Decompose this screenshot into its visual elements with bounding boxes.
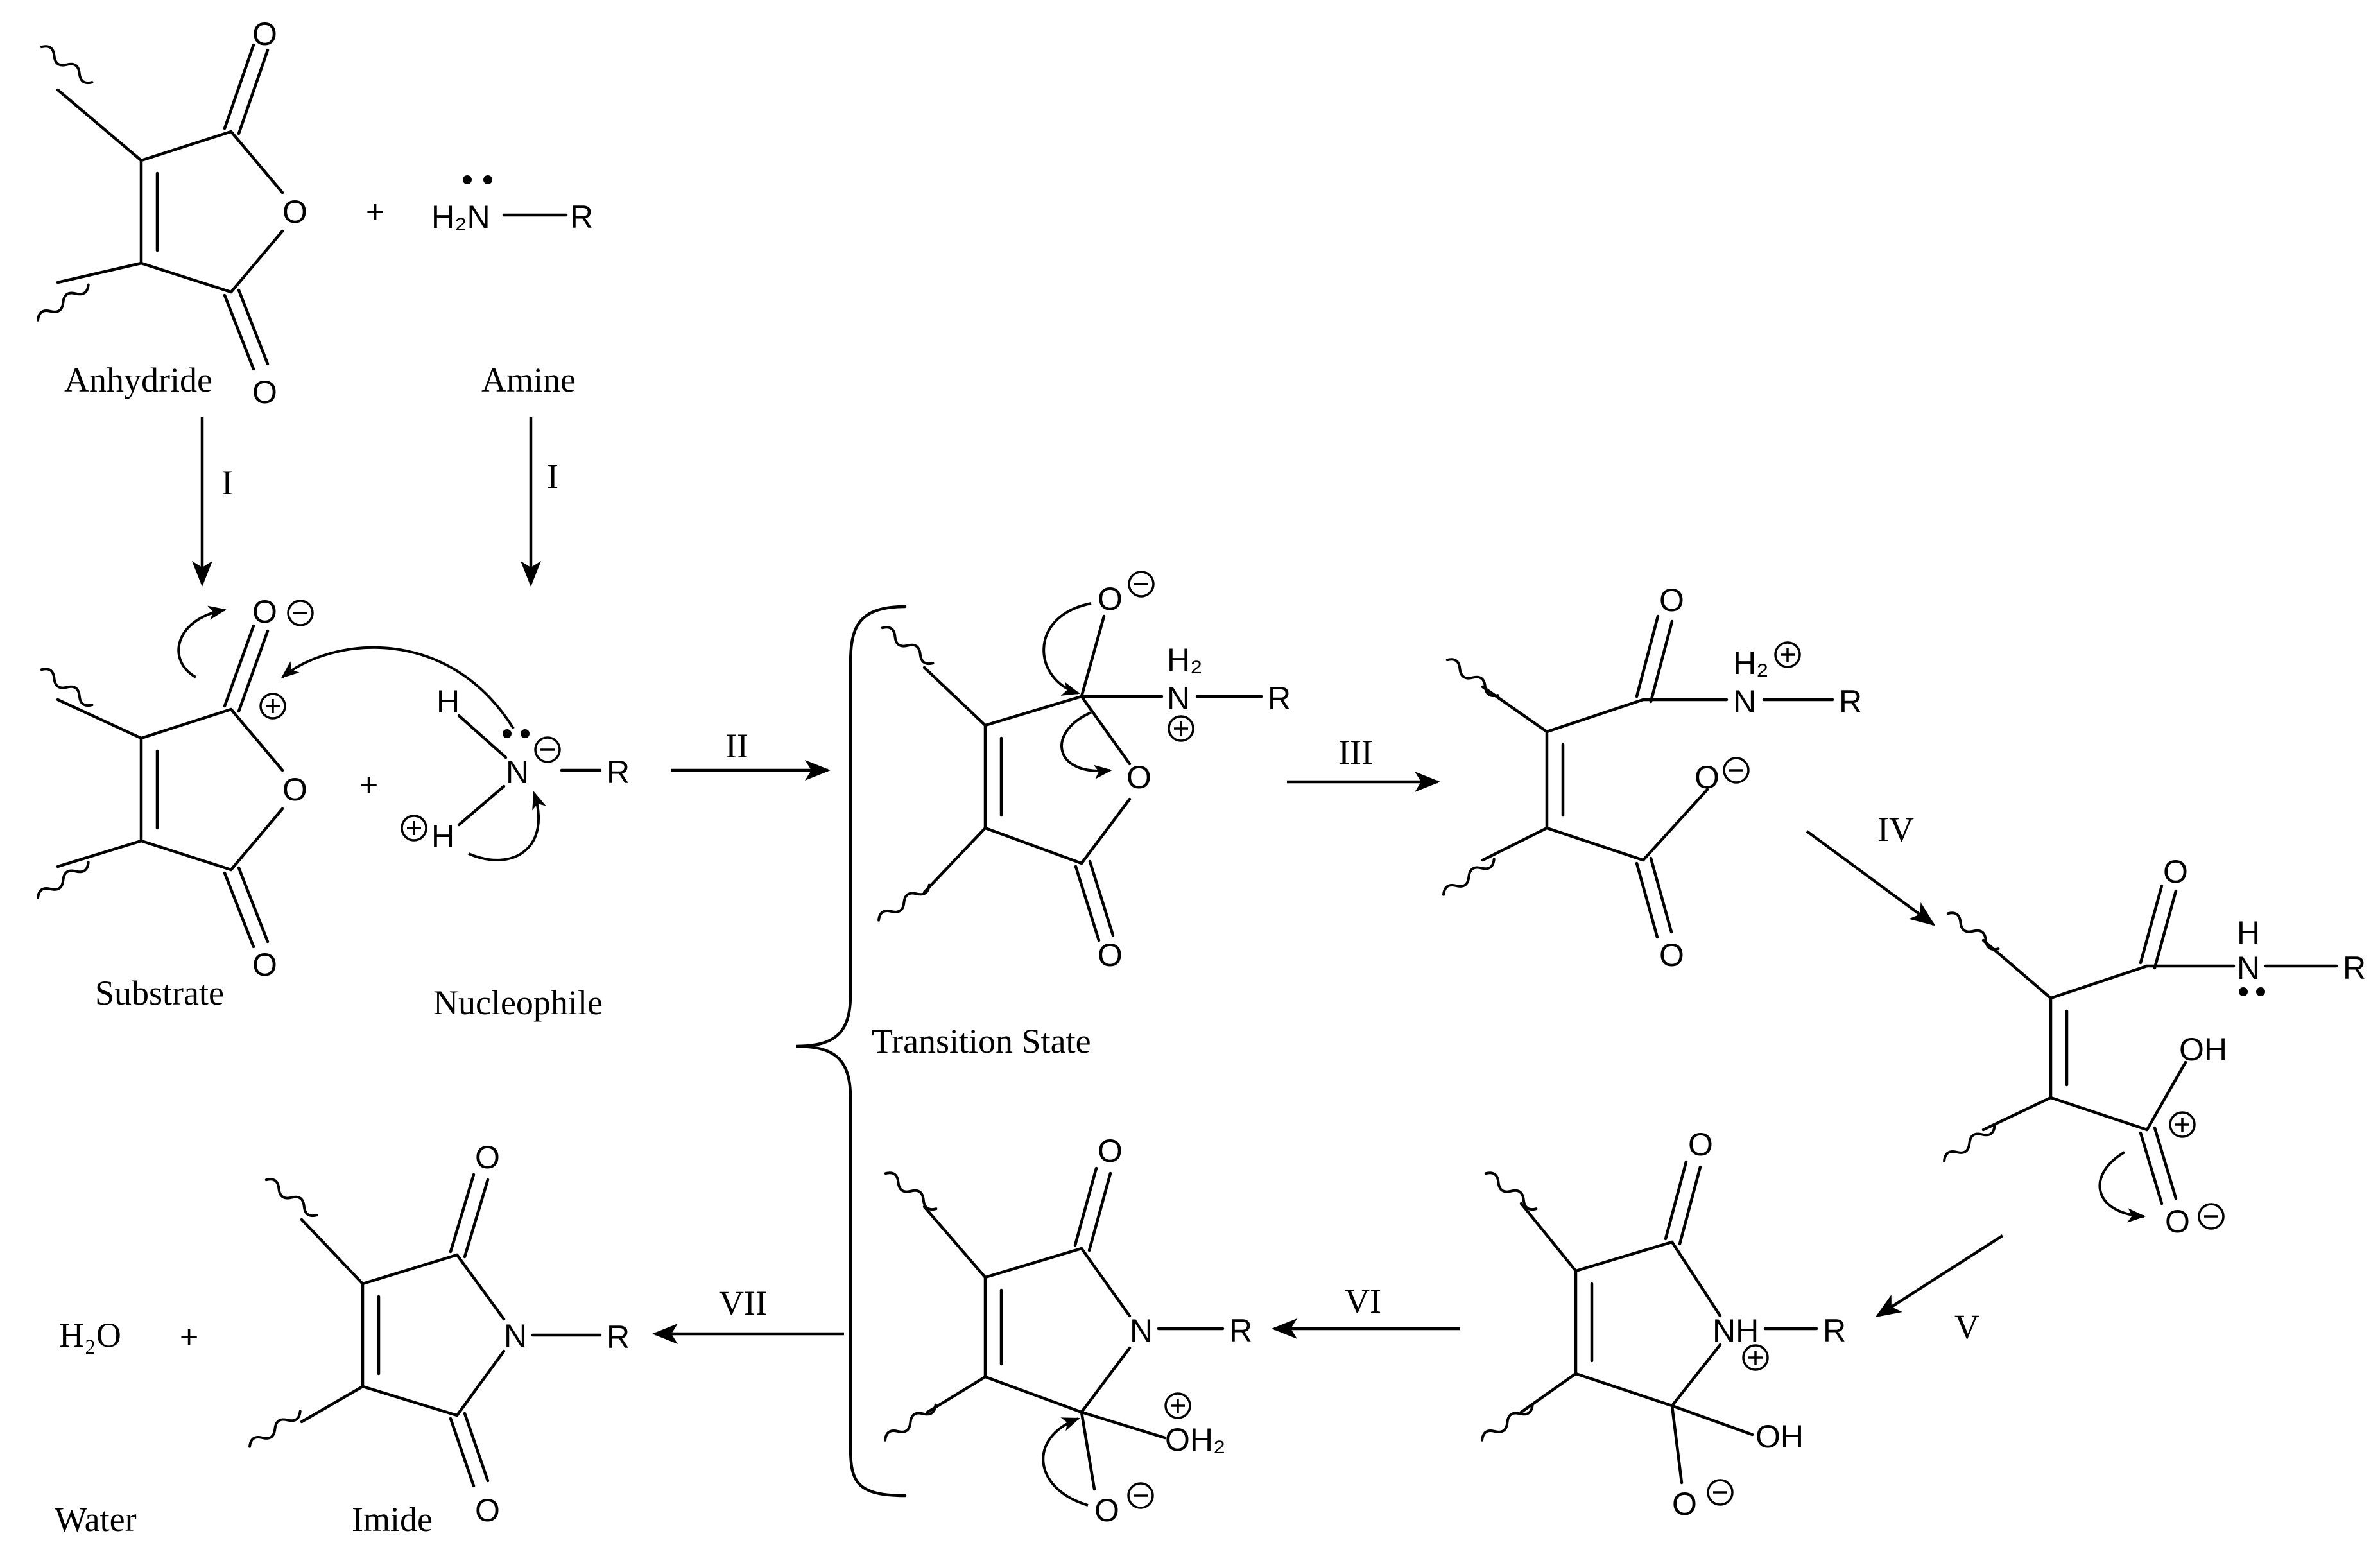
pt-oh: OH xyxy=(2179,1032,2227,1067)
nucleophile-h-top: H xyxy=(436,684,460,720)
ts-h2: H₂ xyxy=(1167,642,1203,678)
cyclized-intermediate: O NH R OH O xyxy=(1481,1127,1846,1522)
imide-o-bottom: O xyxy=(475,1492,500,1528)
ts-r: R xyxy=(1268,680,1291,716)
pt-o-top: O xyxy=(2163,854,2188,890)
electron-curved-arrow xyxy=(177,605,227,678)
pt-o-minus: O xyxy=(2165,1204,2190,1239)
substrate-o-top: O xyxy=(252,594,277,630)
cyc-o-minus: O xyxy=(1672,1486,1697,1522)
lone-pair-dot xyxy=(503,729,512,738)
ring-opened-intermediate: O H₂ N R O O xyxy=(1442,582,1862,973)
label-substrate: Substrate xyxy=(95,974,224,1012)
lone-pair-dot xyxy=(483,175,492,184)
transition-state-brace xyxy=(795,605,907,1498)
step-iv-label: IV xyxy=(1877,810,1914,849)
amine-h2n: H₂N xyxy=(431,199,490,235)
electron-curved-arrow xyxy=(2098,1151,2146,1223)
tsb-n: N xyxy=(1130,1313,1153,1349)
plus-sign: + xyxy=(180,1319,198,1355)
cyc-r: R xyxy=(1823,1313,1846,1349)
cyc-nh: NH xyxy=(1712,1313,1759,1349)
int-h2: H₂ xyxy=(1733,645,1769,681)
ts-o-minus: O xyxy=(1098,581,1123,617)
transition-state-structure: O H₂ N R O O xyxy=(877,571,1291,973)
tsb-o-top: O xyxy=(1098,1133,1123,1169)
electron-curved-arrow xyxy=(1060,711,1112,779)
step-ii-label: II xyxy=(725,727,748,765)
pt-r: R xyxy=(2343,950,2366,986)
ts-o-ring: O xyxy=(1126,759,1151,795)
step-i-label-left: I xyxy=(221,463,233,502)
transition-state-bottom: O N R OH₂ O xyxy=(884,1133,1252,1528)
imide-structure: O N R O xyxy=(248,1139,630,1528)
tsb-o-minus: O xyxy=(1094,1492,1119,1528)
imide-r: R xyxy=(607,1319,630,1355)
tsb-r: R xyxy=(1229,1313,1252,1349)
ts-n: N xyxy=(1167,680,1190,716)
step-vii-label: VII xyxy=(719,1284,767,1322)
step-v-label: V xyxy=(1954,1308,1979,1346)
lone-pair-dot xyxy=(521,729,530,738)
lone-pair-dot xyxy=(2256,987,2265,996)
amine-structure: H₂N R xyxy=(431,175,593,235)
label-amine: Amine xyxy=(481,361,576,399)
water-formula: H₂O xyxy=(59,1316,121,1354)
lone-pair-dot xyxy=(463,175,472,184)
anhydride-o-top: O xyxy=(252,16,277,52)
electron-curved-arrow xyxy=(1042,1417,1089,1507)
pt-h: H xyxy=(2237,915,2260,951)
label-water: Water xyxy=(55,1500,137,1539)
nucleophile-h-bottom: H xyxy=(431,818,454,854)
anhydride-o-ring: O xyxy=(282,194,307,230)
substrate-structure: O O O xyxy=(37,594,314,983)
label-imide: Imide xyxy=(352,1500,433,1539)
nucleophile-n: N xyxy=(506,754,529,790)
imide-o-top: O xyxy=(475,1139,500,1175)
int-o-bottom: O xyxy=(1659,937,1684,973)
cyc-oh: OH xyxy=(1755,1419,1804,1455)
nucleophile-r: R xyxy=(607,754,630,790)
tsb-oh2: OH₂ xyxy=(1165,1422,1225,1458)
plus-sign: + xyxy=(359,767,378,803)
int-n: N xyxy=(1733,684,1756,720)
label-nucleophile: Nucleophile xyxy=(433,983,603,1022)
substrate-o-ring: O xyxy=(282,772,307,807)
label-transition-state: Transition State xyxy=(872,1022,1091,1060)
pt-n: N xyxy=(2237,950,2260,986)
step-i-label-right: I xyxy=(547,457,558,496)
int-r: R xyxy=(1839,684,1862,720)
proton-transfer-intermediate: O H N R OH O xyxy=(1943,854,2366,1239)
substrate-o-bottom: O xyxy=(252,947,277,983)
plus-sign: + xyxy=(366,194,384,230)
anhydride-structure: O O O xyxy=(37,16,307,410)
imide-n: N xyxy=(504,1318,527,1354)
lone-pair-dot xyxy=(2239,987,2248,996)
step-vi-label: VI xyxy=(1345,1282,1381,1320)
step-v-arrow xyxy=(1875,1234,2004,1318)
cyc-o-top: O xyxy=(1688,1127,1713,1162)
electron-curved-arrow xyxy=(468,791,546,861)
int-o-minus: O xyxy=(1694,759,1720,795)
electron-curved-arrow xyxy=(1042,602,1092,696)
amine-r: R xyxy=(570,199,593,235)
step-iv-arrow xyxy=(1806,830,1936,926)
nucleophile-structure: H N R H xyxy=(280,646,630,861)
electron-curved-arrow xyxy=(280,646,515,730)
int-o-top: O xyxy=(1659,582,1684,618)
step-iii-label: III xyxy=(1338,733,1373,772)
ts-o-bottom: O xyxy=(1098,937,1123,973)
anhydride-o-bottom: O xyxy=(252,374,277,410)
label-anhydride: Anhydride xyxy=(64,361,212,399)
